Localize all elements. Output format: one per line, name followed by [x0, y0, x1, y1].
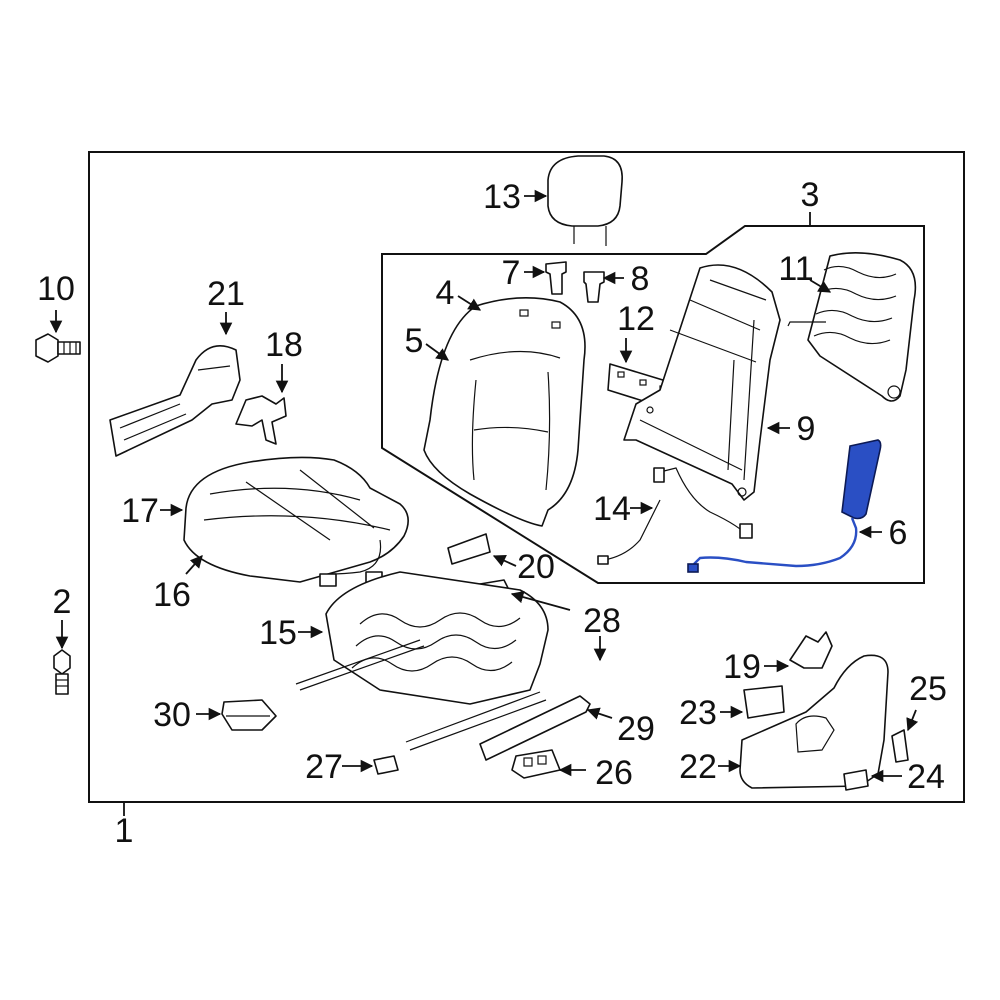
- callout-3: 3: [801, 176, 820, 214]
- callout-23: 23: [679, 694, 717, 732]
- side-airbag-wire: [693, 517, 858, 568]
- bracket-20-part[interactable]: [447, 533, 491, 565]
- module-30-part[interactable]: [221, 699, 277, 731]
- bracket-19-part[interactable]: [789, 631, 833, 669]
- leader-4: [457, 295, 482, 311]
- bolt-2-part[interactable]: [53, 649, 71, 695]
- callout-25: 25: [909, 670, 947, 708]
- callout-28: 28: [583, 602, 621, 640]
- callout-19: 19: [723, 648, 761, 686]
- assembly-frame: [88, 151, 965, 803]
- switch-26-part[interactable]: [511, 749, 561, 779]
- callout-18: 18: [265, 326, 303, 364]
- callout-9: 9: [797, 410, 816, 448]
- callout-22: 22: [679, 748, 717, 786]
- callout-1: 1: [115, 812, 134, 850]
- callout-21: 21: [207, 275, 245, 313]
- callout-5: 5: [405, 322, 424, 360]
- callout-7: 7: [502, 254, 521, 292]
- bracket-23-part[interactable]: [743, 685, 785, 719]
- callout-27: 27: [305, 748, 343, 786]
- knob-24-part[interactable]: [843, 769, 869, 791]
- callout-11: 11: [778, 250, 813, 288]
- side-airbag-connector: [687, 563, 699, 573]
- leader-29: [586, 707, 613, 720]
- seatback-frame-9-part[interactable]: [623, 264, 781, 501]
- knob-25-part[interactable]: [891, 729, 909, 763]
- side-airbag-6-part[interactable]: [687, 439, 882, 573]
- bolt-10-part[interactable]: [35, 333, 81, 363]
- side-shield-22-part[interactable]: [739, 654, 889, 789]
- callout-4: 4: [436, 274, 455, 312]
- callout-26: 26: [595, 754, 633, 792]
- clip-27-part[interactable]: [373, 755, 399, 775]
- callout-6: 6: [889, 514, 908, 552]
- callout-12: 12: [617, 300, 655, 338]
- callout-8: 8: [631, 260, 650, 298]
- seatback-cushion-part[interactable]: [423, 297, 586, 527]
- leader-11: [809, 279, 832, 293]
- headrest-part[interactable]: [547, 155, 623, 246]
- leader-16: [185, 555, 203, 575]
- side-airbag-module: [841, 439, 882, 520]
- seatback-subassembly-frame: [381, 225, 925, 584]
- callout-24: 24: [907, 758, 945, 796]
- spring-mat-11-part[interactable]: [787, 252, 917, 402]
- bracket-18-part[interactable]: [235, 395, 287, 445]
- callout-2: 2: [53, 583, 72, 621]
- callout-17: 17: [121, 492, 159, 530]
- clip-7-part[interactable]: [545, 261, 567, 295]
- callout-15: 15: [259, 614, 297, 652]
- clip-8-part[interactable]: [583, 271, 605, 303]
- callout-13: 13: [483, 178, 521, 216]
- callout-29: 29: [617, 710, 655, 748]
- leader-28b: [510, 590, 571, 611]
- leader-25: [906, 709, 919, 732]
- callout-20: 20: [517, 548, 555, 586]
- rail-cover-29-part[interactable]: [479, 695, 591, 761]
- callout-30: 30: [153, 696, 191, 734]
- callout-16: 16: [153, 576, 191, 614]
- callout-14: 14: [593, 490, 631, 528]
- seat-cushion-part[interactable]: [183, 456, 409, 587]
- callout-10: 10: [37, 270, 75, 308]
- side-cover-21-part[interactable]: [109, 344, 241, 457]
- leader-20: [492, 554, 517, 567]
- wire-harness-14-part[interactable]: [597, 467, 753, 565]
- leader-5: [425, 343, 450, 361]
- seat-frame-15-part[interactable]: [295, 571, 549, 751]
